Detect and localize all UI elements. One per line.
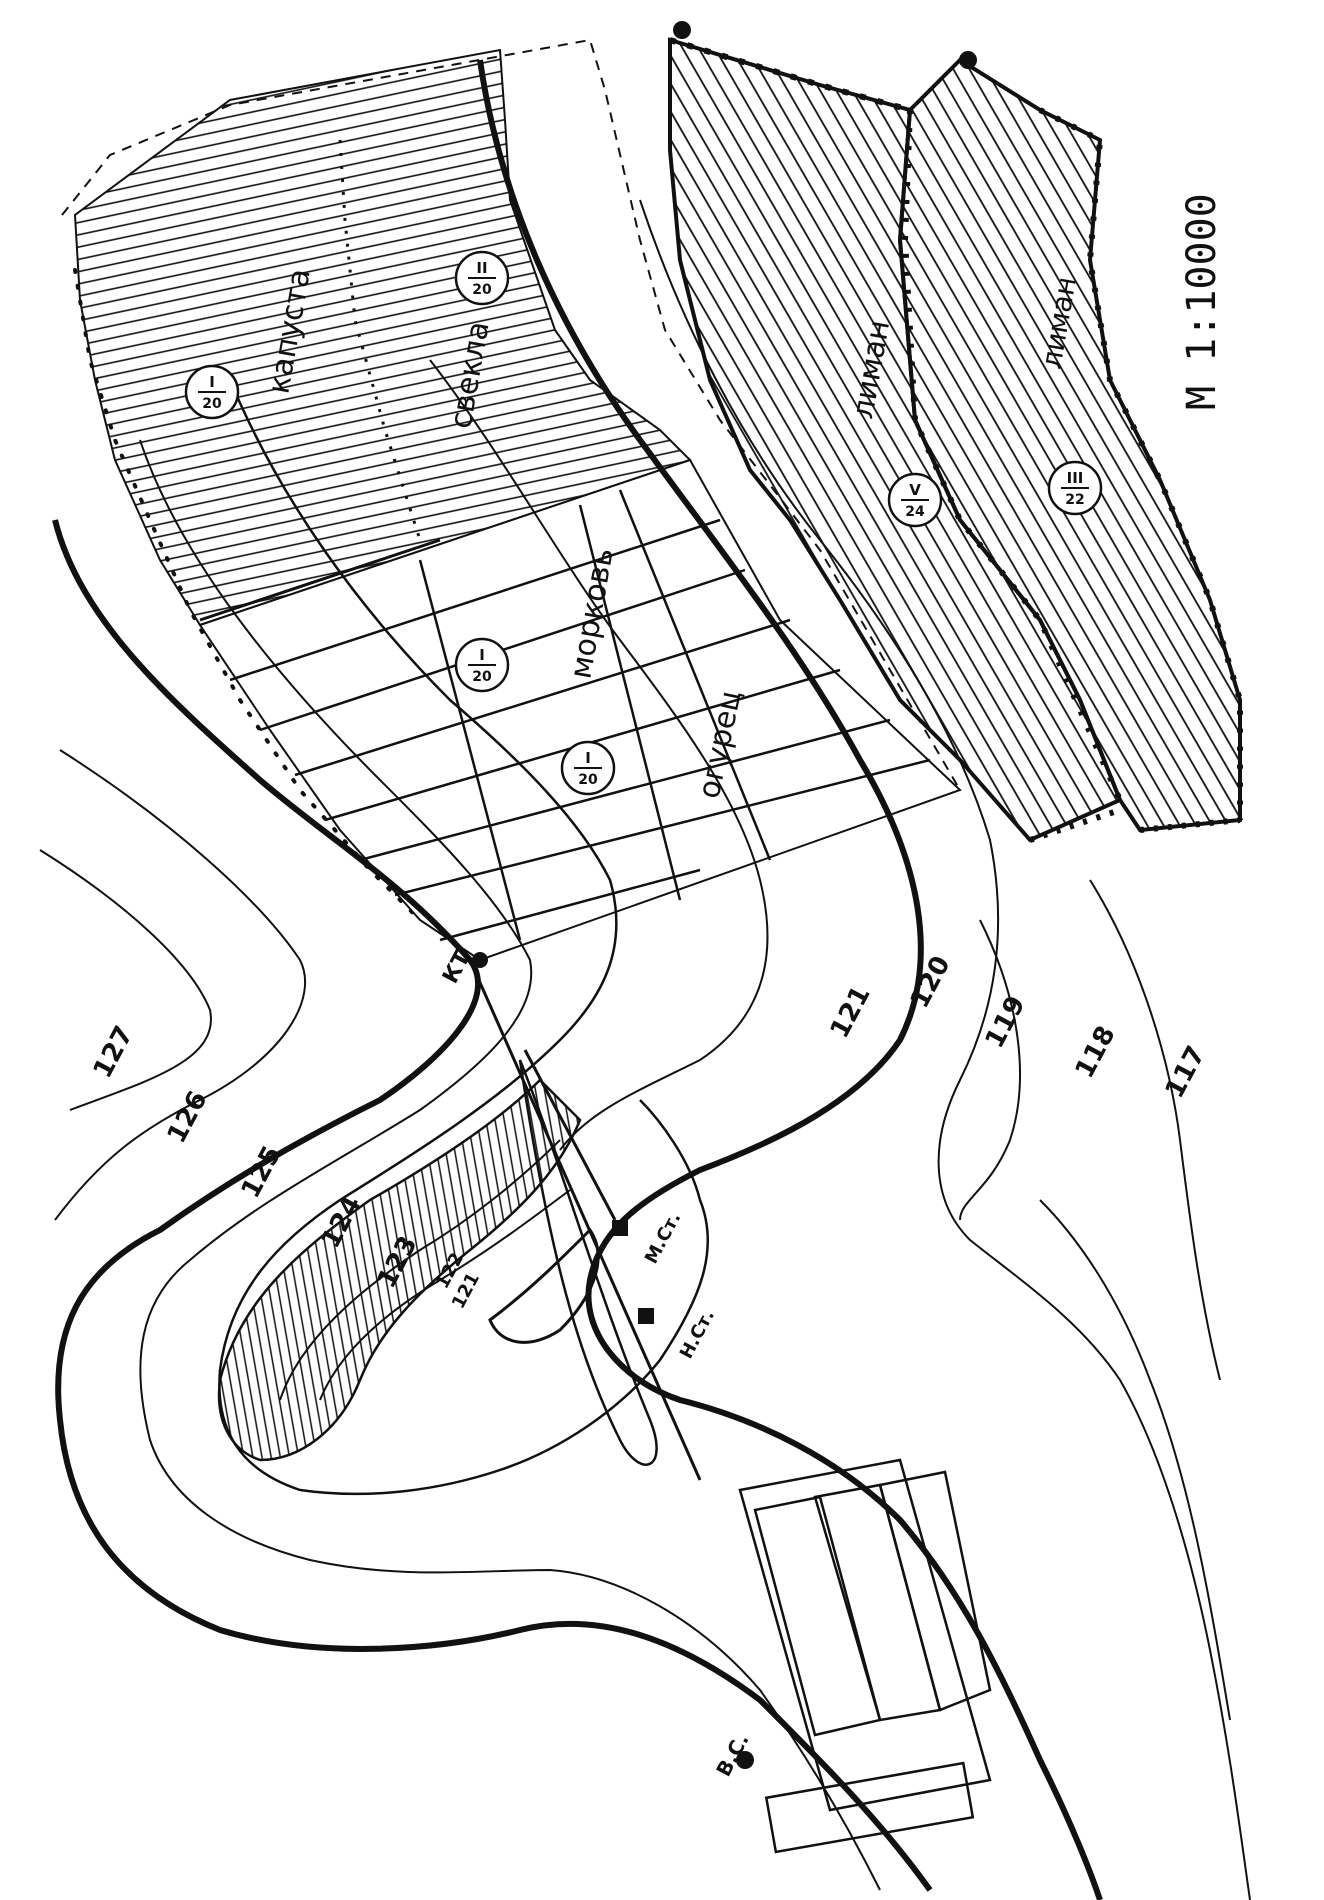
nst-station-icon [638,1308,654,1324]
svg-text:24: 24 [905,504,925,520]
contour-lines [39,59,1251,1900]
canal-structures [468,952,992,1854]
field-dotted-boundary [73,268,422,922]
plot-marker: I 20 [184,364,240,420]
liman-corner-marker [959,51,977,69]
vs-marker-icon [736,1751,754,1769]
contour-label-121: 121 [825,981,877,1043]
svg-text:II: II [476,259,487,277]
reservoir-outline [518,1059,658,1466]
plot-marker: I 20 [560,740,616,796]
svg-text:I: I [479,646,485,664]
contour-122 [279,1139,561,1401]
canal-branch [523,1049,617,1221]
svg-text:20: 20 [472,282,492,298]
field-divider-line [338,139,422,541]
field-divider-horizontal [199,538,441,622]
plot-marker: V 24 [887,472,943,528]
field-upper-hatched [73,48,692,627]
svg-text:22: 22 [1065,492,1084,508]
contour-label-120: 120 [905,951,957,1013]
contour-123 [218,379,710,1496]
contour-119 [639,199,1251,1900]
svg-text:I: I [209,373,215,391]
contour-126 [54,749,306,1221]
contour-118-b [1039,1199,1231,1721]
contour-127 [39,849,212,1111]
vegetable-field-block [61,38,962,962]
liman-block [668,21,1243,843]
contour-121-inner [319,1189,571,1401]
contour-label-127: 127 [88,1021,140,1083]
contour-121 [429,359,769,1151]
contour-124 [139,439,881,1891]
svg-text:III: III [1067,469,1084,487]
contour-label-118: 118 [1070,1021,1122,1083]
svg-text:V: V [909,481,921,499]
main-canal [468,959,702,1481]
liman-levee-1 [669,37,911,113]
contour-inner-loop [488,1227,600,1344]
settling-basins [738,1458,992,1854]
liman-corner-marker [673,21,691,39]
plot-marker: I 20 [454,637,510,693]
map-scale-label: М 1:10000 [1179,193,1225,410]
structure-label-mst: М.Ст. [641,1209,685,1268]
contour-118 [959,919,1021,1221]
structure-label-nst: Н.Ст. [676,1306,719,1362]
mst-station-icon [612,1220,628,1236]
liman-levee-4 [1029,807,1241,843]
svg-text:20: 20 [578,772,598,788]
contour-label-119: 119 [980,991,1032,1053]
contour-125 [52,519,933,1892]
svg-text:20: 20 [472,669,492,685]
contour-120 [477,59,1103,1900]
svg-text:20: 20 [202,396,222,412]
svg-text:I: I [585,749,591,767]
plot-marker: II 20 [454,250,510,306]
kt-marker-icon [472,952,488,968]
field-grid-lines [229,489,931,942]
plot-marker: III 22 [1047,460,1103,516]
liman-levee-2 [901,109,1123,802]
contour-117 [1089,879,1221,1381]
hatched-lowland [217,1078,582,1462]
